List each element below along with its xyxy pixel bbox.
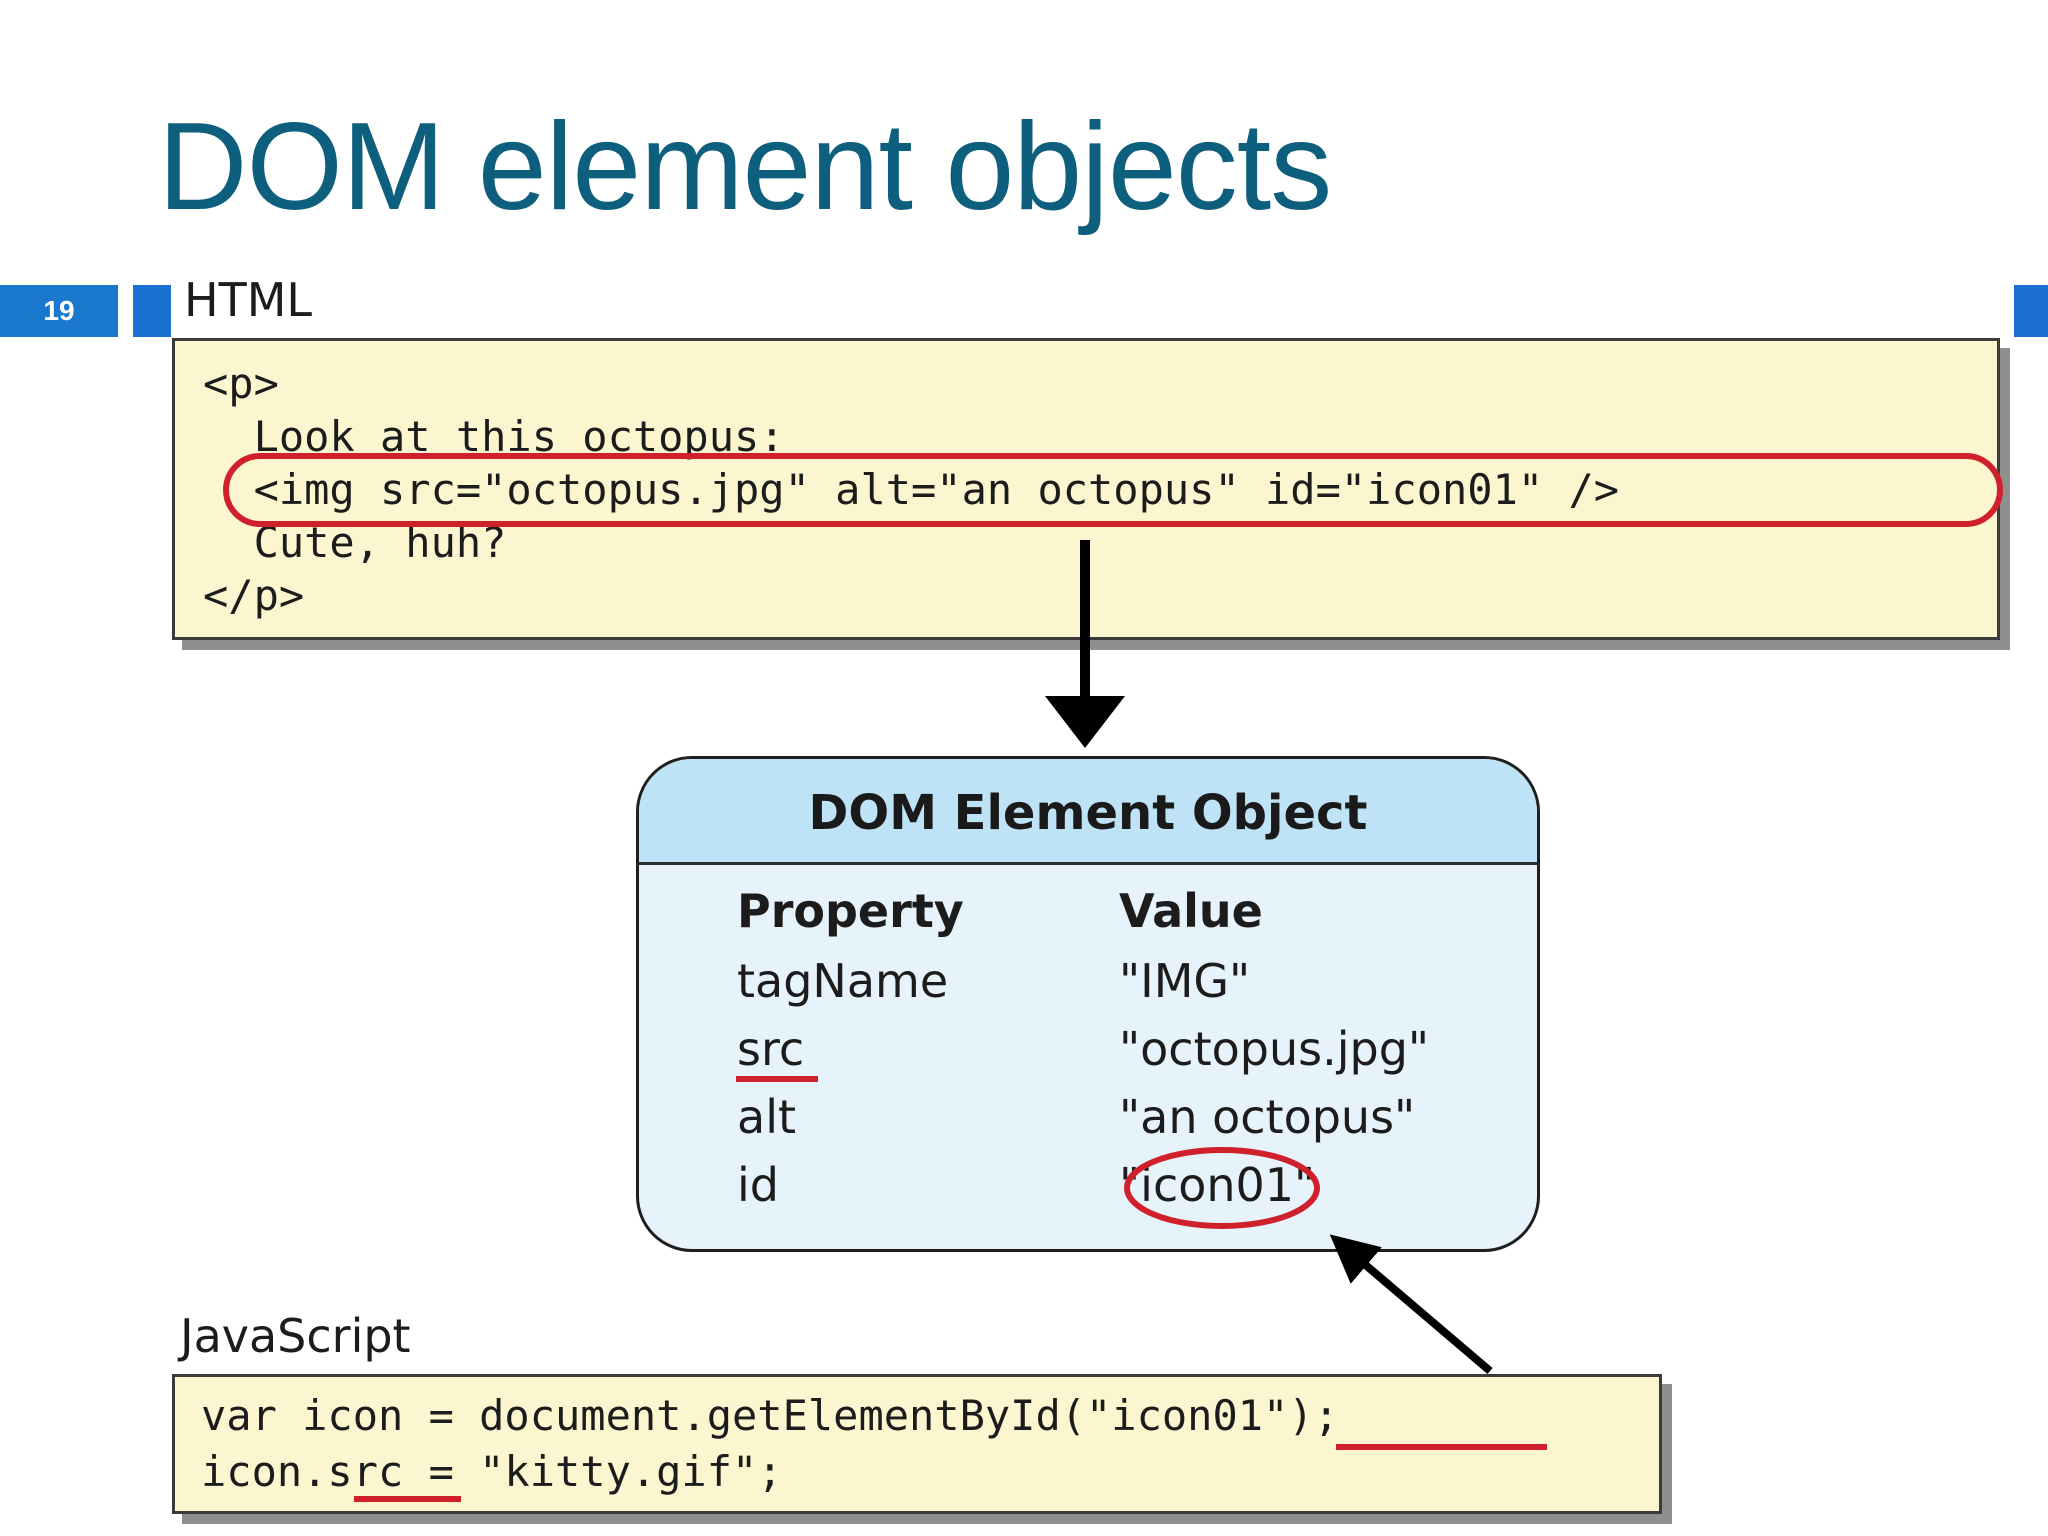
html-code-line: </p>	[203, 571, 305, 620]
dom-element-object-box: DOM Element Object Property Value tagNam…	[636, 756, 1540, 1252]
left-accent-marker	[133, 285, 171, 337]
html-section-label: HTML	[184, 273, 313, 327]
javascript-section-label: JavaScript	[180, 1309, 411, 1363]
property-name: id	[737, 1158, 779, 1212]
property-value: "IMG"	[1119, 954, 1251, 1008]
up-arrow-icon	[1329, 1234, 1493, 1375]
property-value: "icon01"	[1119, 1158, 1316, 1212]
property-column-header: Property	[737, 884, 964, 938]
html-code-line: <p>	[203, 359, 279, 408]
dom-object-header: DOM Element Object	[639, 759, 1537, 865]
down-arrow-shaft	[1080, 540, 1090, 708]
javascript-code-box: var icon = document.getElementById("icon…	[172, 1374, 1662, 1514]
right-accent-marker	[2014, 285, 2048, 337]
js-code-line: var icon = document.getElementById("icon…	[201, 1391, 1339, 1440]
js-code-line: icon.src = "kitty.gif";	[201, 1447, 783, 1496]
property-value: "octopus.jpg"	[1119, 1022, 1430, 1076]
down-arrow-icon	[1045, 696, 1125, 748]
dom-object-title: DOM Element Object	[808, 785, 1368, 841]
img-tag-highlight-oval	[223, 453, 2003, 527]
html-code-line: Look at this octopus:	[203, 412, 785, 461]
slide-number-badge: 19	[0, 285, 118, 337]
property-value: "an octopus"	[1119, 1090, 1416, 1144]
property-name: src	[737, 1022, 805, 1076]
property-name: tagName	[737, 954, 949, 1008]
value-column-header: Value	[1119, 884, 1263, 938]
slide-title: DOM element objects	[158, 98, 1332, 236]
html-code-line-img: <img src="octopus.jpg" alt="an octopus" …	[203, 465, 1620, 514]
property-name: alt	[737, 1090, 797, 1144]
icon01-value-highlight-oval	[1124, 1147, 1320, 1229]
